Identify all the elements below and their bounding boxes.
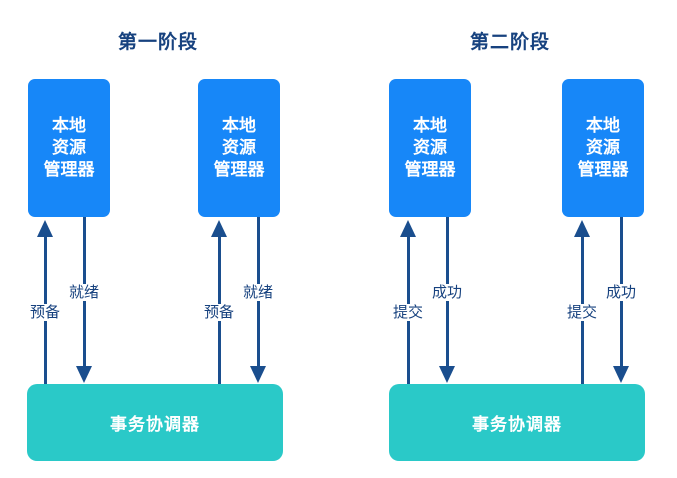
- arrowhead-down-icon: [250, 366, 266, 383]
- arrow-prepare-1: [37, 220, 53, 384]
- resource-manager-label-line3: 管理器: [404, 160, 456, 179]
- resource-manager-label-line2: 资源: [413, 138, 447, 157]
- edge-label-ready-2: 就绪: [240, 284, 276, 301]
- arrow-commit-2: [574, 220, 590, 384]
- arrowhead-down-icon: [613, 366, 629, 383]
- resource-manager-label-line3: 管理器: [213, 160, 265, 179]
- edge-label-prepare-2: 预备: [201, 304, 237, 321]
- resource-manager-box-1: 本地 资源 管理器: [28, 79, 110, 217]
- edge-label-success-2: 成功: [603, 284, 639, 301]
- arrowhead-down-icon: [76, 366, 92, 383]
- edge-label-commit-2: 提交: [564, 304, 600, 321]
- arrowhead-up-icon: [574, 220, 590, 237]
- phase-2-title: 第二阶段: [469, 32, 551, 53]
- resource-manager-label-line2: 资源: [586, 138, 620, 157]
- resource-manager-box-2: 本地 资源 管理器: [198, 79, 280, 217]
- resource-manager-label-line2: 资源: [52, 138, 86, 157]
- arrowhead-up-icon: [400, 220, 416, 237]
- resource-manager-label-line1: 本地: [222, 116, 256, 135]
- edge-label-ready-1: 就绪: [66, 284, 102, 301]
- arrow-prepare-2: [211, 220, 227, 384]
- edge-label-success-1: 成功: [429, 284, 465, 301]
- resource-manager-label-line2: 资源: [222, 138, 256, 157]
- phase-1-title: 第一阶段: [117, 32, 199, 53]
- arrow-commit-1: [400, 220, 416, 384]
- resource-manager-box-3: 本地 资源 管理器: [389, 79, 471, 217]
- edge-label-commit-1: 提交: [390, 304, 426, 321]
- resource-manager-box-4: 本地 资源 管理器: [562, 79, 644, 217]
- transaction-coordinator-box-1: 事务协调器: [27, 384, 283, 461]
- resource-manager-label-line3: 管理器: [577, 160, 629, 179]
- resource-manager-label-line1: 本地: [52, 116, 86, 135]
- resource-manager-label-line1: 本地: [413, 116, 447, 135]
- resource-manager-label-line1: 本地: [586, 116, 620, 135]
- edge-label-prepare-1: 预备: [27, 304, 63, 321]
- arrowhead-up-icon: [211, 220, 227, 237]
- transaction-coordinator-box-2: 事务协调器: [389, 384, 645, 461]
- resource-manager-label-line3: 管理器: [43, 160, 95, 179]
- arrowhead-down-icon: [439, 366, 455, 383]
- arrowhead-up-icon: [37, 220, 53, 237]
